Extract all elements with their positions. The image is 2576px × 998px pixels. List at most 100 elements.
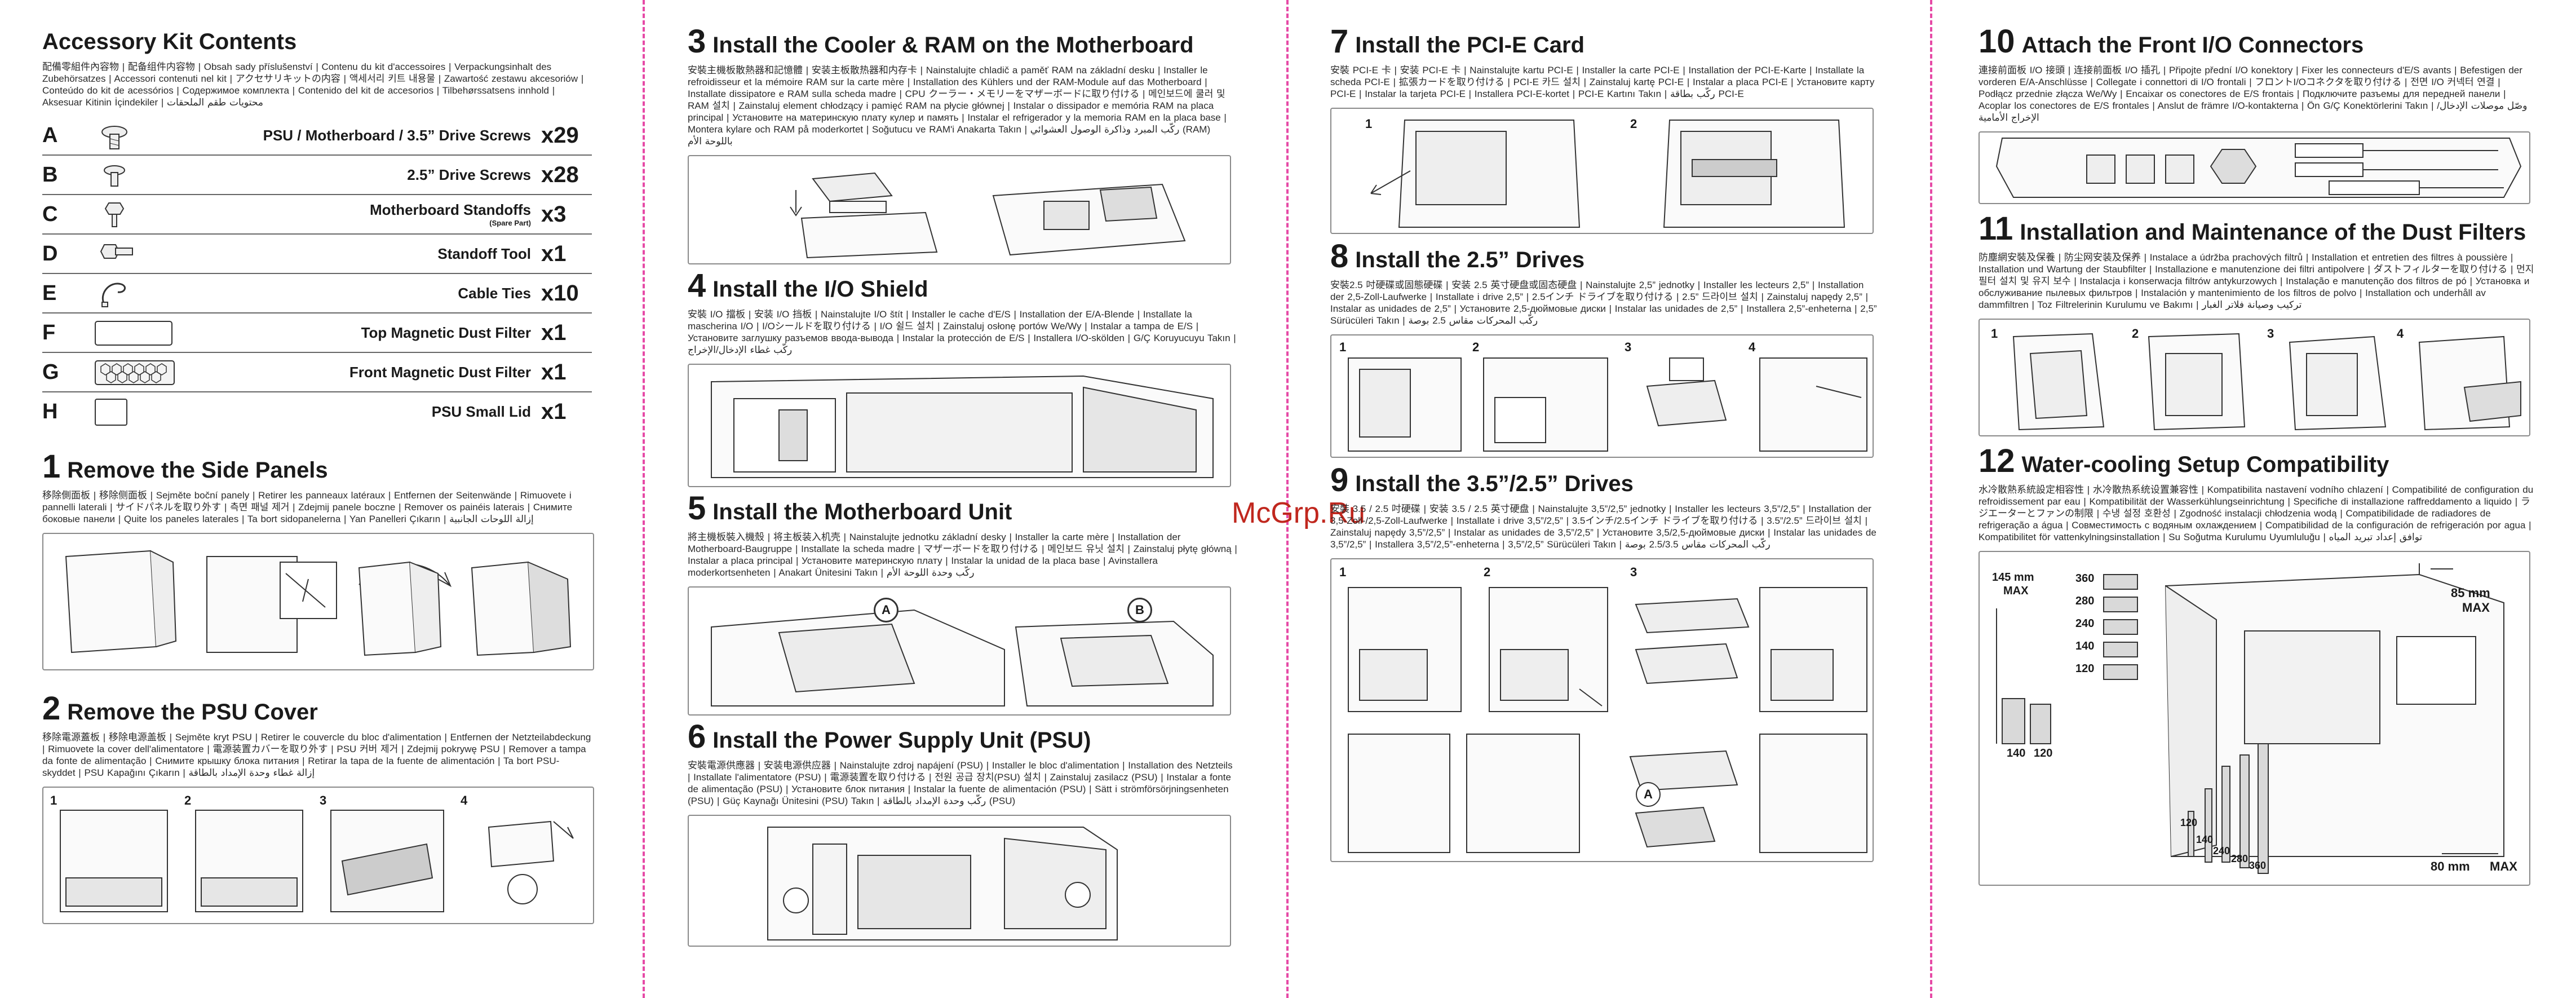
kit-item: G Front Magnetic Dust Filter x1 xyxy=(42,353,592,392)
step-number: 1 xyxy=(1339,340,1347,354)
kit-name: Standoff Tool xyxy=(437,245,531,262)
diagram-panel xyxy=(42,533,594,670)
kit-letter: F xyxy=(42,320,56,345)
step-number: 2 xyxy=(1484,565,1491,579)
section-title: Install the I/O Shield xyxy=(712,277,928,302)
watermark: McGrp.Ru xyxy=(1232,497,1365,529)
section-multilang: 安裝主機板散熱器和記憶體 | 安装主板散热器和内存卡 | Nainstalujt… xyxy=(688,65,1227,147)
bottom-max-label: 80 mm xyxy=(2431,859,2470,873)
callout-label: B xyxy=(1127,598,1152,622)
section-title: Water-cooling Setup Compatibility xyxy=(2021,452,2389,477)
kit-name: Front Magnetic Dust Filter xyxy=(349,363,531,381)
step-number: 2 xyxy=(1630,117,1637,131)
kit-letter: G xyxy=(42,360,59,384)
kit-qty: x10 xyxy=(541,280,579,306)
diagram-panel xyxy=(688,364,1231,487)
standoff-icon xyxy=(93,197,206,231)
rad-size: 240 xyxy=(2075,617,2095,630)
section-title: Install the 2.5” Drives xyxy=(1355,248,1585,272)
kit-item: E Cable Ties x10 xyxy=(42,274,592,313)
section-multilang: 安裝2.5 吋硬碟或固態硬碟 | 安装 2.5 英寸硬盘或固态硬盘 | Nain… xyxy=(1330,280,1877,326)
kit-letter: C xyxy=(42,202,58,226)
step-number: 1 xyxy=(1365,117,1373,131)
kit-item: D Standoff Tool x1 xyxy=(42,235,592,274)
water-cooling-diagram: 145 mm MAX 360 280 240 140 120 140 120 8… xyxy=(1979,551,2530,886)
section-multilang: 連接前面板 I/O 接頭 | 连接前面板 I/O 插孔 | Připojte p… xyxy=(1979,65,2528,123)
rad-size: 280 xyxy=(2231,853,2249,864)
max-label: MAX xyxy=(2490,859,2517,873)
kit-item: F Top Magnetic Dust Filter x1 xyxy=(42,313,592,353)
rad-size: 360 xyxy=(2249,860,2267,871)
section-multilang: 防塵網安裝及保養 | 防尘网安装及保养 | Instalace a údržba… xyxy=(1979,252,2534,310)
fold-line xyxy=(1930,0,1932,998)
kit-item: H PSU Small Lid x1 xyxy=(42,392,592,431)
kit-item: B 2.5” Drive Screws x28 xyxy=(42,156,592,195)
step-number: 2 xyxy=(184,793,192,807)
section-title: Install the Power Supply Unit (PSU) xyxy=(712,728,1091,753)
top-max-label: 85 mm xyxy=(2451,586,2490,600)
diagram-panel xyxy=(688,815,1231,947)
kit-qty: x29 xyxy=(541,122,579,148)
kit-qty: x1 xyxy=(541,241,566,266)
thickness-label: 140 xyxy=(2007,747,2026,759)
kit-qty: x3 xyxy=(541,201,566,227)
step-number: 2 xyxy=(1472,340,1480,354)
top-filter-icon xyxy=(93,316,206,350)
section-title: Install the Motherboard Unit xyxy=(712,500,1012,524)
step-number: 4 xyxy=(2397,326,2404,341)
section-title: Attach the Front I/O Connectors xyxy=(2021,33,2364,58)
kit-name: PSU / Motherboard / 3.5” Drive Screws xyxy=(263,126,531,144)
rad-size: 240 xyxy=(2213,845,2230,856)
section-multilang: 將主機板裝入機殼 | 将主板装入机壳 | Nainstalujte jednot… xyxy=(688,532,1237,578)
kit-qty: x1 xyxy=(541,320,566,345)
step-number: 4 xyxy=(461,793,468,807)
section-title: Installation and Maintenance of the Dust… xyxy=(2020,220,2526,245)
kit-list: A PSU / Motherboard / 3.5” Drive Screws … xyxy=(42,116,592,431)
screw-icon xyxy=(93,158,206,192)
kit-name: Top Magnetic Dust Filter xyxy=(361,324,531,341)
kit-letter: A xyxy=(42,123,58,147)
rad-size: 140 xyxy=(2075,640,2095,652)
screw-icon xyxy=(93,118,206,152)
cable-tie-icon xyxy=(93,276,206,310)
fold-line xyxy=(1286,0,1289,998)
step-number: 3 xyxy=(1625,340,1632,354)
section-title: Install the PCI-E Card xyxy=(1355,33,1585,58)
diagram-panel: A B xyxy=(688,586,1231,716)
step-number: 1 xyxy=(1991,326,1998,341)
diagram-panel: 1 2 3 4 xyxy=(1979,319,2530,436)
kit-item: C Motherboard Standoffs(Spare Part) x3 xyxy=(42,195,592,235)
section-multilang: 安裝電源供應器 | 安装电源供应器 | Nainstalujte zdroj n… xyxy=(688,760,1233,806)
section-multilang: 水冷散熱系統設定相容性 | 水冷散热系统设置兼容性 | Kompatibilit… xyxy=(1979,484,2534,542)
diagram-panel: 1 2 3 4 xyxy=(42,787,594,924)
diagram-panel xyxy=(1979,131,2530,204)
callout-label: A xyxy=(1636,782,1661,807)
kit-name: PSU Small Lid xyxy=(431,403,531,420)
kit-qty: x28 xyxy=(541,162,579,187)
section-title: Remove the Side Panels xyxy=(67,458,328,483)
kit-name: 2.5” Drive Screws xyxy=(407,166,531,183)
section-multilang: 移除側面板 | 移除侧面板 | Sejměte boční panely | R… xyxy=(42,490,573,524)
max-label: MAX xyxy=(2003,585,2029,597)
kit-qty: x1 xyxy=(541,359,566,385)
section-title: Install the Cooler & RAM on the Motherbo… xyxy=(712,33,1194,58)
kit-title: Accessory Kit Contents xyxy=(42,29,297,54)
column-1: Accessory Kit Contents 配備零組件內容物 | 配备组件内容… xyxy=(42,28,594,924)
front-filter-icon xyxy=(93,355,206,389)
step-number: 3 xyxy=(1630,565,1637,579)
diagram-panel: 1 2 3 4 xyxy=(1330,334,1874,458)
section-title: Remove the PSU Cover xyxy=(67,700,318,725)
step-number: 3 xyxy=(2267,326,2274,341)
